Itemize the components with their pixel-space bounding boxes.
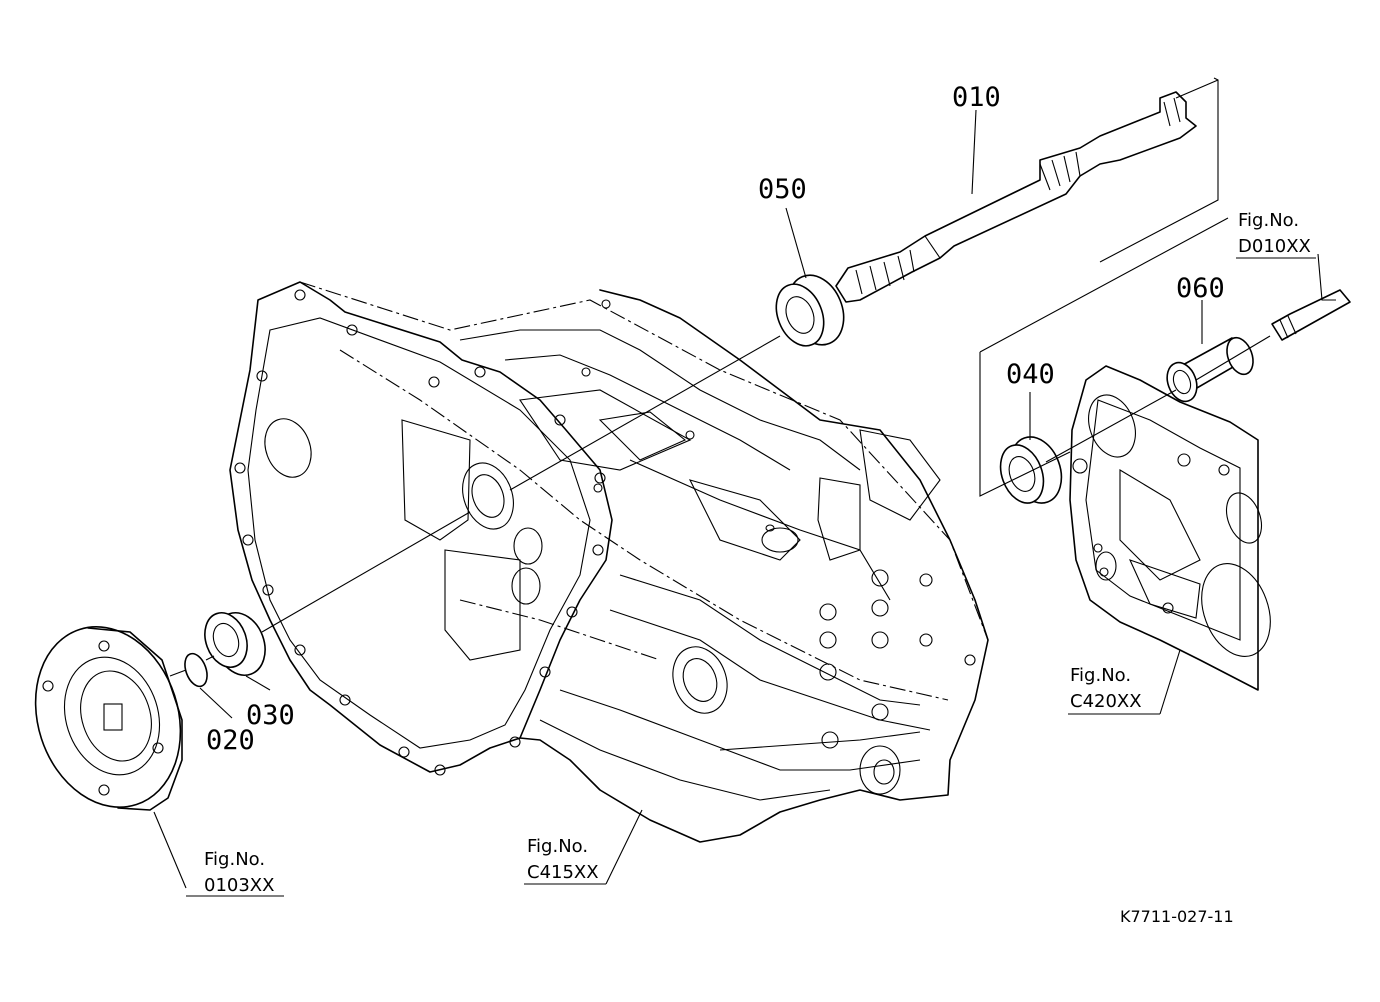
figref-d010xx-code: D010XX <box>1238 236 1311 257</box>
figref-d010xx[interactable]: Fig.No. D010XX <box>1236 210 1316 259</box>
figref-d010xx-label: Fig.No. <box>1238 210 1299 231</box>
callout-020: 020 <box>206 725 255 756</box>
shaft-010 <box>835 91 1197 303</box>
shaft-group-bracket <box>1099 77 1219 263</box>
bearing-030 <box>204 612 266 676</box>
figref-c415xx-code: C415XX <box>527 862 599 883</box>
figref-c415xx[interactable]: Fig.No. C415XX <box>524 836 606 885</box>
callout-030: 030 <box>246 700 295 731</box>
figref-0103xx[interactable]: Fig.No. 0103XX <box>186 849 284 897</box>
o-ring-020 <box>184 652 208 688</box>
figref-0103xx-label: Fig.No. <box>204 849 265 870</box>
figref-c415xx-label: Fig.No. <box>527 836 588 857</box>
bearing-040 <box>999 436 1063 504</box>
leader-lines <box>153 109 1336 889</box>
callout-010: 010 <box>952 82 1001 113</box>
subassembly-bracket <box>979 217 1229 497</box>
assembly-axes <box>169 335 1271 677</box>
cover-plate <box>34 626 183 811</box>
callout-050: 050 <box>758 174 807 205</box>
figref-c420xx-label: Fig.No. <box>1070 665 1131 686</box>
figref-c420xx[interactable]: Fig.No. C420XX <box>1068 665 1160 715</box>
transmission-housing <box>229 281 989 843</box>
rear-housing <box>1069 365 1271 691</box>
figref-c420xx-code: C420XX <box>1070 691 1142 712</box>
callout-060: 060 <box>1176 273 1225 304</box>
document-number: K7711-027-11 <box>1120 907 1234 926</box>
bushing-060 <box>1166 336 1254 403</box>
input-shaft-stub <box>1271 289 1351 341</box>
bearing-050 <box>775 274 845 347</box>
callout-040: 040 <box>1006 359 1055 390</box>
figref-0103xx-code: 0103XX <box>204 875 274 896</box>
